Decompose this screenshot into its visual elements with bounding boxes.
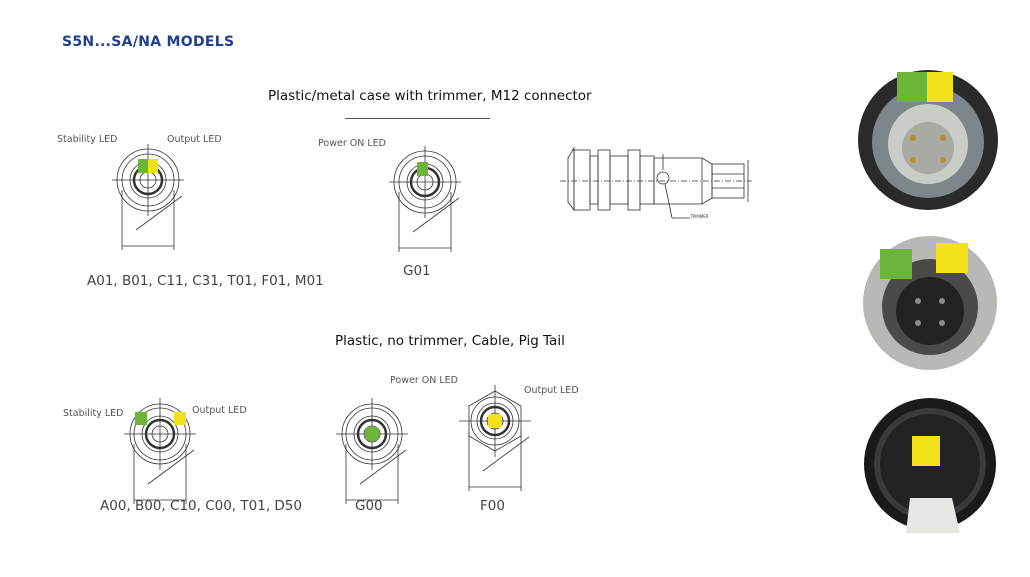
green-led-marker [365, 427, 379, 441]
yellow-led-marker [148, 159, 158, 173]
yellow-led-marker [174, 412, 186, 425]
side-view-drawing [560, 146, 752, 219]
page-title: S5N...SA/NA MODELS [62, 34, 235, 50]
model-caption: F00 [480, 498, 505, 514]
yellow-led-marker [927, 72, 953, 102]
photo-metal-connector [863, 236, 997, 370]
photo-cable-sensor [864, 398, 996, 533]
power-led-label: Power ON LED [318, 138, 386, 149]
model-caption: G01 [403, 263, 431, 279]
green-led-marker [880, 249, 912, 279]
front-view-drawing-f00 [459, 385, 531, 491]
output-led-label: Output LED [167, 134, 222, 145]
output-led-label: Output LED [524, 385, 579, 396]
front-view-drawing-a00 [124, 398, 196, 504]
yellow-led-marker [912, 436, 940, 466]
green-led-marker [138, 159, 148, 173]
trimmer-label: TRIMMER [690, 214, 709, 219]
stability-led-label: Stability LED [57, 134, 118, 145]
section2-heading: Plastic, no trimmer, Cable, Pig Tail [335, 333, 565, 349]
front-view-drawing-g00 [336, 398, 408, 504]
photo-m12-connector [858, 70, 998, 210]
green-led-marker [135, 412, 147, 425]
model-caption: G00 [355, 498, 383, 514]
section1-heading: Plastic/metal case with trimmer, M12 con… [268, 88, 592, 104]
power-led-label: Power ON LED [390, 375, 458, 386]
heading-divider [345, 118, 490, 119]
yellow-led-marker [488, 414, 502, 428]
model-caption: A00, B00, C10, C00, T01, D50 [100, 498, 302, 514]
stability-led-label: Stability LED [63, 408, 124, 419]
green-led-marker [417, 162, 428, 176]
yellow-led-marker [936, 243, 968, 273]
model-caption: A01, B01, C11, C31, T01, F01, M01 [87, 273, 324, 289]
front-view-drawing-g01 [389, 146, 461, 252]
output-led-label: Output LED [192, 405, 247, 416]
green-led-marker [897, 72, 927, 102]
front-view-drawing-a01 [112, 144, 184, 250]
